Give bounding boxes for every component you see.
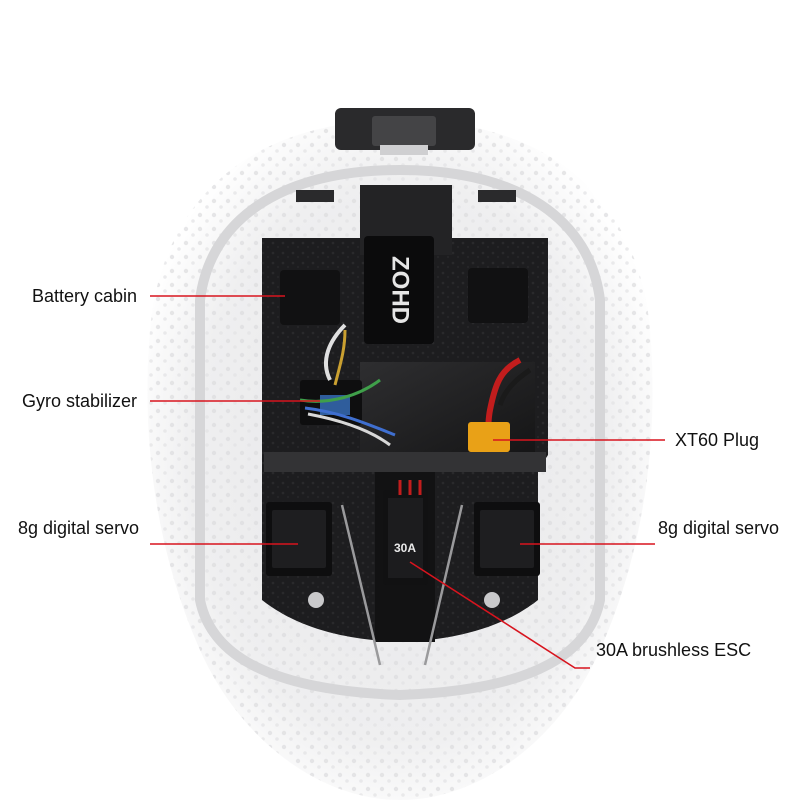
xt60-assembly [468, 357, 532, 452]
esc-module [383, 480, 428, 585]
xt60-plug [468, 422, 510, 452]
servo-left [266, 502, 332, 608]
label-xt60-plug: XT60 Plug [675, 430, 760, 450]
label-servo-right: 8g digital servo [658, 518, 780, 538]
servo-right [474, 502, 540, 608]
esc-rating-text: 30A [394, 541, 416, 555]
battery-strap [364, 236, 434, 344]
brand-logo-text: ZOHD [387, 256, 414, 324]
battery-pocket-left [280, 270, 340, 325]
gyro-module [299, 323, 396, 447]
label-battery-cabin: Battery cabin [32, 286, 138, 306]
battery-pocket-right [468, 268, 528, 323]
label-esc: 30A brushless ESC [596, 640, 752, 660]
label-gyro-stabilizer: Gyro stabilizer [22, 391, 138, 411]
label-servo-left: 8g digital servo [18, 518, 140, 538]
cross-spar [264, 452, 546, 472]
hatch-latch [296, 108, 516, 202]
